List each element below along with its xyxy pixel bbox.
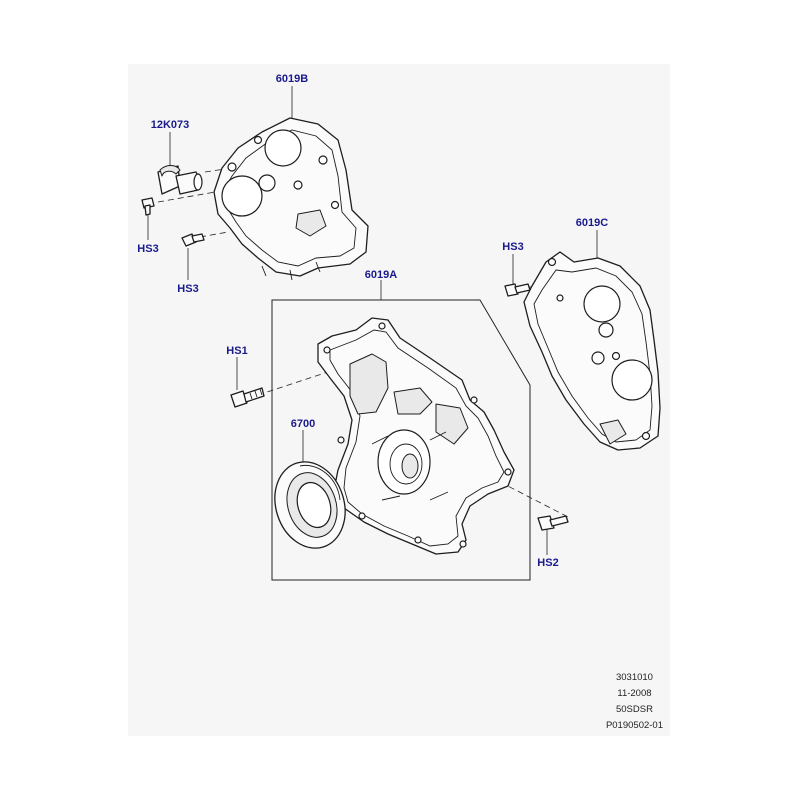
callout-6700: 6700 bbox=[291, 418, 315, 430]
front-cover-main-part bbox=[317, 317, 515, 555]
callout-12K073: 12K073 bbox=[151, 119, 190, 131]
reference-line: P0190502-01 bbox=[605, 720, 663, 731]
bolt-left-lower-part bbox=[181, 233, 205, 247]
bolt-right-cover-part bbox=[504, 283, 531, 297]
callout-hs3-left-lower: HS3 bbox=[177, 283, 198, 295]
callout-6019B: 6019B bbox=[276, 73, 308, 85]
reference-line: 3031010 bbox=[615, 672, 653, 683]
callout-6019A: 6019A bbox=[365, 269, 397, 281]
callout-hs2: HS2 bbox=[537, 557, 558, 569]
bolt-main-left-part bbox=[230, 387, 265, 408]
reference-line: 50SDSR bbox=[615, 704, 653, 715]
callout-hs3-right: HS3 bbox=[502, 241, 523, 253]
oil-seal-part bbox=[274, 461, 346, 549]
callout-hs3-left-upper: HS3 bbox=[137, 243, 158, 255]
callout-6019C: 6019C bbox=[576, 217, 608, 229]
reference-block: 3031010 11-2008 50SDSR P0190502-01 bbox=[606, 670, 663, 734]
reference-line: 11-2008 bbox=[617, 688, 652, 699]
bolt-main-right-part bbox=[537, 515, 569, 531]
callout-frame-6019A bbox=[271, 299, 531, 581]
front-cover-upper-left-part bbox=[213, 117, 369, 281]
front-cover-right-part bbox=[523, 251, 661, 451]
bolt-left-fitting-part bbox=[141, 197, 155, 216]
callout-hs1: HS1 bbox=[226, 345, 247, 357]
pipe-fitting-part bbox=[157, 165, 203, 195]
leader-lines bbox=[147, 86, 598, 555]
callout-labels: 6019B 12K073 HS3 HS3 6019A HS3 6019C HS1… bbox=[137, 73, 608, 569]
